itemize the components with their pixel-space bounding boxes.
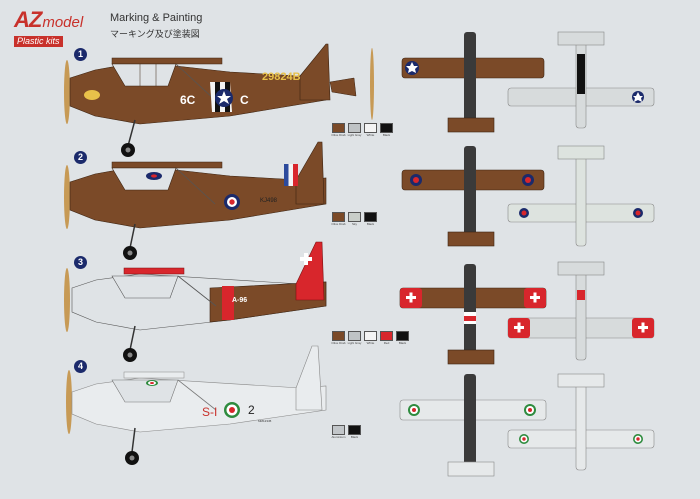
canopy: [111, 275, 179, 299]
tail-fin: [295, 141, 325, 205]
swatch-label: Red: [383, 341, 390, 345]
code-right: C: [240, 93, 249, 107]
scheme-number-3: 3: [74, 256, 87, 269]
tail-fin: [299, 43, 331, 101]
swatch-label: Black: [366, 222, 375, 226]
page-subtitle: マーキング及び塗装図: [110, 29, 200, 39]
wing: [111, 161, 223, 169]
swatch-label: Sky: [351, 222, 357, 226]
serial-number: MM12345: [258, 419, 272, 423]
page-title: Marking & Painting: [110, 12, 203, 24]
swatch-olive-drab: [332, 212, 345, 222]
swatch-olive-drab: [332, 331, 345, 341]
propeller: [64, 60, 70, 124]
wing: [111, 57, 223, 65]
swatch-label: Aluminium: [331, 435, 346, 439]
swatch-label: Light Gray: [347, 341, 362, 345]
swatch-light-gray: [348, 331, 361, 341]
serial-number: A-96: [232, 297, 247, 304]
propeller: [64, 268, 70, 332]
swatch-light-gray: [348, 123, 361, 133]
tail-detail: [329, 77, 357, 97]
swatch-black: [380, 123, 393, 133]
swatch-label: White: [366, 133, 375, 137]
scheme-number-4: 4: [74, 360, 87, 373]
swatch-label: Light Gray: [347, 133, 362, 137]
wing: [123, 267, 185, 275]
swatch-white: [364, 331, 377, 341]
side-view-3: A-96: [64, 241, 327, 362]
swatch-label: Olive Drab: [331, 133, 346, 137]
side-view-4: S-I 2 MM12345: [66, 345, 327, 465]
wing: [123, 371, 185, 379]
code-left: 6C: [180, 93, 196, 107]
swatch-black: [348, 425, 361, 435]
swatch-label: Black: [350, 435, 359, 439]
swatches-4: Aluminium Black: [332, 425, 361, 439]
logo-word: model: [42, 14, 84, 31]
swatch-label: Black: [398, 341, 407, 345]
swatch-black: [364, 212, 377, 222]
propeller-detail: [370, 48, 374, 120]
side-view-1: 6C C 29824B: [64, 43, 331, 157]
swatch-red: [380, 331, 393, 341]
swatch-black: [396, 331, 409, 341]
tail-fin: [295, 345, 323, 411]
scheme-number-2: 2: [74, 151, 87, 164]
swatches-1: Olive Drab Light Gray White Black: [331, 123, 393, 137]
swatch-white: [364, 123, 377, 133]
swatch-aluminium: [332, 425, 345, 435]
fuselage: [71, 377, 327, 433]
wing-strut: [175, 63, 216, 101]
swatch-sky: [348, 212, 361, 222]
side-view-2: KJ498: [64, 141, 327, 260]
code-right: 2: [248, 403, 255, 417]
logo-tagline: Plastic kits: [14, 36, 63, 47]
swatch-label: Olive Drab: [331, 341, 346, 345]
swatch-label: Black: [382, 133, 391, 137]
logo-brand: AZ: [14, 7, 42, 32]
serial-number: 29824B: [262, 71, 301, 83]
tail-fin: [295, 241, 325, 301]
propeller: [66, 370, 72, 434]
scheme-number-1: 1: [74, 48, 87, 61]
code-left: S-I: [202, 405, 217, 419]
propeller: [64, 165, 70, 229]
canopy: [111, 379, 179, 403]
red-band: [222, 286, 234, 320]
serial-number: KJ498: [260, 198, 278, 204]
swatches-3: Olive Drab Light Gray White Red Black: [331, 331, 409, 345]
swatch-label: White: [366, 341, 375, 345]
nose-art: [84, 90, 100, 100]
swatch-olive-drab: [332, 123, 345, 133]
swatch-label: Olive Drab: [331, 222, 346, 226]
canopy: [111, 63, 177, 87]
swatches-2: Olive Drab Sky Black: [331, 212, 377, 226]
